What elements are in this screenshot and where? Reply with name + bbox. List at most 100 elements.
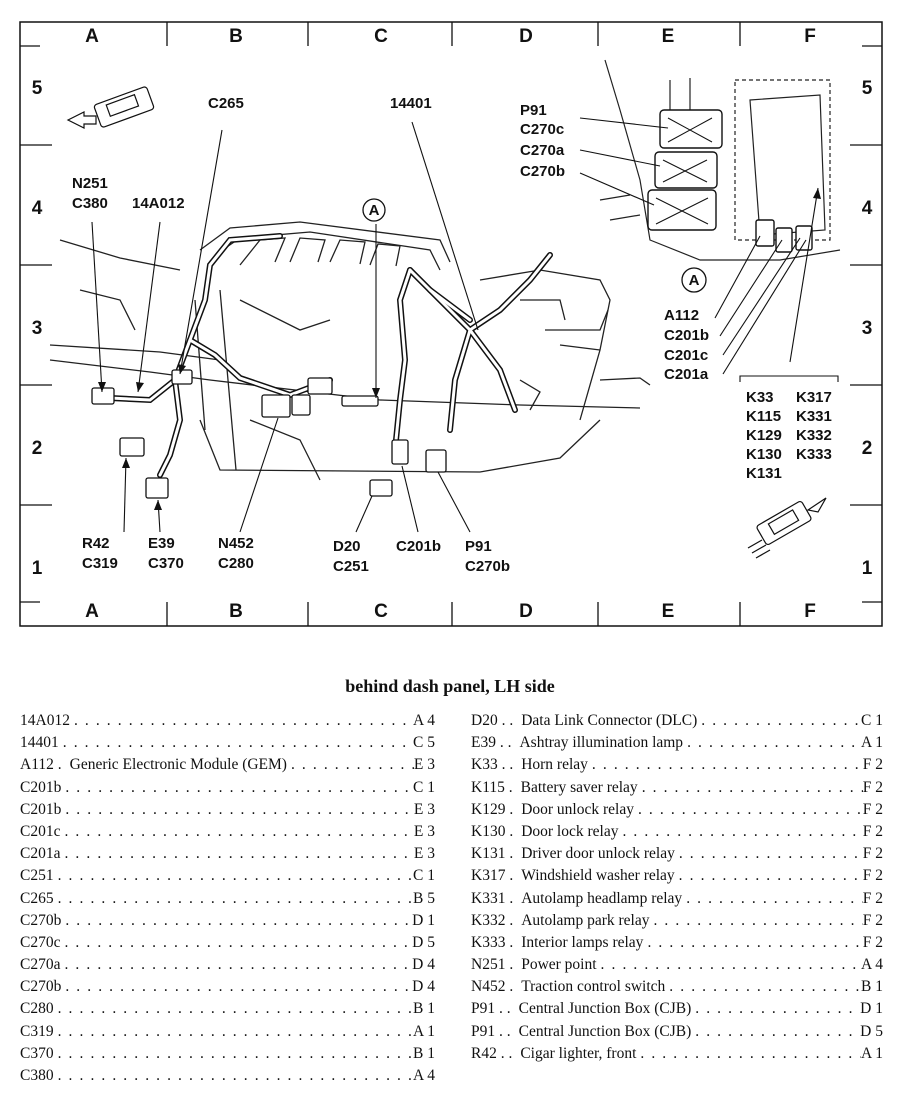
- legend-row: K331 .Autolamp headlamp relay . . . . . …: [471, 888, 883, 910]
- legend-row: P91 . .Central Junction Box (CJB) . . . …: [471, 1021, 883, 1043]
- leader-dots: . . . . . . . . . . . . . . . . . . . . …: [57, 1022, 414, 1040]
- legend-location: C 1: [861, 712, 883, 729]
- view-a-label: A: [369, 202, 380, 219]
- grid-ticks: [20, 22, 882, 626]
- legend-location: B 5: [413, 889, 435, 907]
- legend-code: C270b: [20, 911, 62, 929]
- leader-dots: . . . . . . . . . . . . . . . . . . . . …: [62, 734, 413, 752]
- legend-code: C201a: [20, 845, 61, 863]
- connector-p91-c270b: [425, 449, 447, 473]
- legend-code: N452 .: [471, 978, 514, 996]
- label-c270c: C270c: [520, 121, 564, 138]
- col-label-b-bottom: B: [229, 601, 243, 622]
- legend-location: F 2: [862, 756, 883, 774]
- legend-location: F 2: [862, 889, 883, 907]
- row-label-5-left: 5: [32, 78, 43, 99]
- legend-code: K332 .: [471, 911, 514, 929]
- legend-location: C 1: [413, 778, 435, 796]
- col-label-f-top: F: [804, 26, 816, 47]
- legend-location: F 2: [862, 822, 883, 840]
- connector-c380: [91, 387, 115, 405]
- legend-location: D 5: [412, 933, 435, 951]
- label-a112: A112: [664, 307, 699, 324]
- connector-r42: [119, 437, 145, 457]
- row-label-1-right: 1: [862, 558, 873, 579]
- legend-code: C265: [20, 889, 54, 907]
- leader-dots: . . . . . . . . . . . . . . . . . . . . …: [695, 1000, 860, 1018]
- legend-description: Autolamp headlamp relay: [521, 889, 683, 907]
- legend-row: K317 .Windshield washer relay . . . . . …: [471, 865, 883, 887]
- col-label-c-top: C: [374, 26, 388, 47]
- legend-location: E 3: [413, 800, 435, 818]
- col-label-a-top: A: [85, 26, 99, 47]
- legend-row: K333 .Interior lamps relay . . . . . . .…: [471, 932, 883, 954]
- leader-dots: . . . . . . . . . . . . . . . . . . . . …: [653, 911, 862, 929]
- legend-row: K115 .Battery saver relay . . . . . . . …: [471, 777, 883, 799]
- connector-c201b: [391, 439, 409, 465]
- leader-dots: . . . . . . . . . . . . . . . . . . . . …: [701, 712, 861, 729]
- legend-location: A 4: [413, 712, 435, 729]
- col-label-a-bottom: A: [85, 601, 99, 622]
- label-c270b-top: C270b: [520, 163, 565, 180]
- forward-arrow-icon: [66, 86, 155, 129]
- legend-location: D 4: [412, 956, 435, 974]
- legend-description: Windshield washer relay: [521, 867, 675, 885]
- legend-code: C280: [20, 1000, 54, 1018]
- legend-location: F 2: [862, 867, 883, 885]
- label-c380: C380: [72, 195, 108, 212]
- row-label-3-left: 3: [32, 318, 43, 339]
- label-c201b-bottom: C201b: [396, 538, 441, 555]
- label-r42: R42: [82, 535, 110, 552]
- leader-dots: . . . . . . . . . . . . . . . . . . . . …: [57, 1067, 414, 1084]
- legend-code: E39 . .: [471, 734, 512, 752]
- relay-k129: K129: [746, 427, 782, 444]
- legend-code: K115 .: [471, 778, 513, 796]
- view-a-callout: A: [362, 198, 386, 222]
- legend-code: K129 .: [471, 800, 514, 818]
- legend-location: F 2: [862, 845, 883, 863]
- relay-k131: K131: [746, 465, 782, 482]
- legend-row: C265 . . . . . . . . . . . . . . . . . .…: [20, 888, 435, 910]
- connector-14a012: [171, 369, 193, 385]
- legend-description: Door unlock relay: [521, 800, 634, 818]
- legend-code: P91 . .: [471, 1000, 511, 1018]
- legend-row: C201b . . . . . . . . . . . . . . . . . …: [20, 799, 435, 821]
- legend-row: C201a . . . . . . . . . . . . . . . . . …: [20, 843, 435, 865]
- legend-row: K129 .Door unlock relay . . . . . . . . …: [471, 799, 883, 821]
- leader-dots: . . . . . . . . . . . . . . . . . . . . …: [290, 756, 414, 774]
- diagram-caption: behind dash panel, LH side: [345, 676, 555, 696]
- legend-code: 14A012: [20, 712, 70, 729]
- relay-k332: K332: [796, 427, 832, 444]
- connector-gem-a: [341, 395, 379, 407]
- legend-location: D 5: [860, 1022, 883, 1040]
- relay-k33: K33: [746, 389, 774, 406]
- label-c270a: C270a: [520, 142, 565, 159]
- legend-row: C251 . . . . . . . . . . . . . . . . . .…: [20, 865, 435, 887]
- leader-dots: . . . . . . . . . . . . . . . . . . . . …: [678, 867, 863, 885]
- legend-description: Ashtray illumination lamp: [519, 734, 684, 752]
- legend-location: E 3: [413, 845, 435, 863]
- legend-row: K332 .Autolamp park relay . . . . . . . …: [471, 910, 883, 932]
- leader-dots: . . . . . . . . . . . . . . . . . . . . …: [640, 1044, 861, 1062]
- leader-dots: . . . . . . . . . . . . . . . . . . . . …: [600, 956, 861, 974]
- legend-description: Battery saver relay: [520, 778, 638, 796]
- legend-row: E39 . .Ashtray illumination lamp . . . .…: [471, 732, 883, 754]
- leader-dots: . . . . . . . . . . . . . . . . . . . . …: [57, 1044, 414, 1062]
- col-label-d-top: D: [519, 26, 533, 47]
- legend-code: C380: [20, 1067, 54, 1084]
- legend-location: F 2: [862, 800, 883, 818]
- relay-k331: K331: [796, 408, 832, 425]
- legend-location: B 1: [413, 1000, 435, 1018]
- legend-row: C201c . . . . . . . . . . . . . . . . . …: [20, 821, 435, 843]
- legend-code: 14401: [20, 734, 59, 752]
- row-label-2-left: 2: [32, 438, 43, 459]
- col-label-b-top: B: [229, 26, 243, 47]
- connector-c270b-top: [647, 189, 717, 231]
- col-label-f-bottom: F: [804, 601, 816, 622]
- leader-dots: . . . . . . . . . . . . . . . . . . . . …: [57, 867, 414, 885]
- col-label-c-bottom: C: [374, 601, 388, 622]
- label-c319: C319: [82, 555, 118, 572]
- legend-row: N452 .Traction control switch . . . . . …: [471, 976, 883, 998]
- leader-dots: . . . . . . . . . . . . . . . . . . . . …: [686, 889, 863, 907]
- label-n452: N452: [218, 535, 254, 552]
